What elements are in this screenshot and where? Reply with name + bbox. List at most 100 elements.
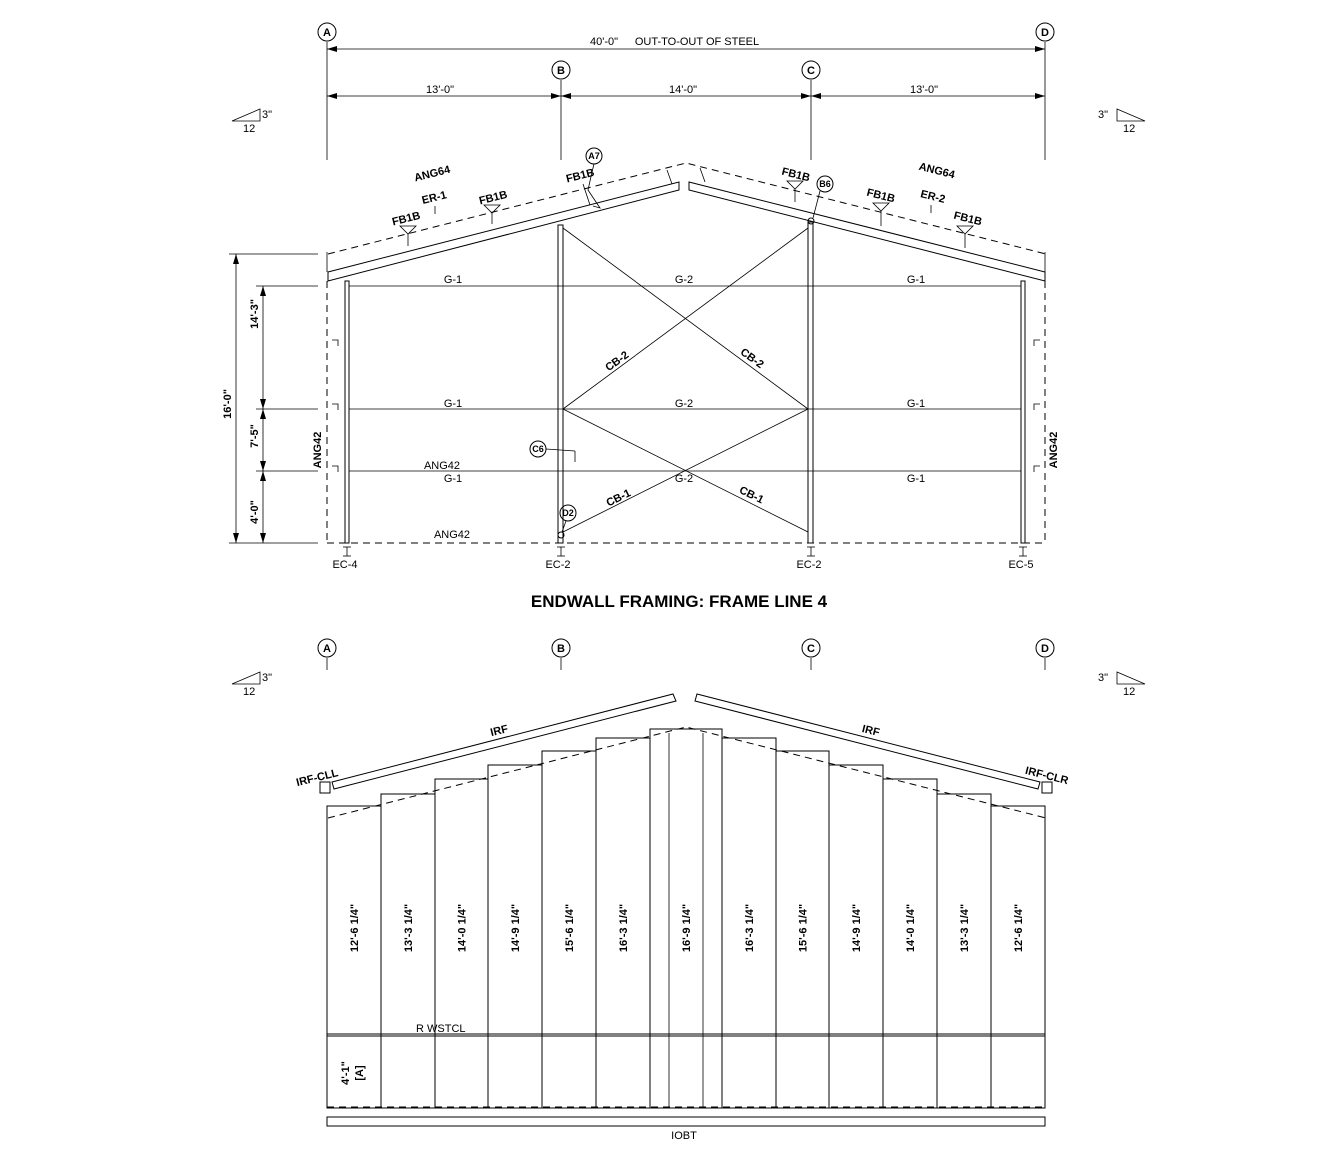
svg-text:16'-0": 16'-0" <box>222 389 234 419</box>
panel-length-label: 14'-9 1/4" <box>510 904 522 952</box>
roof-outline <box>327 162 1047 255</box>
svg-text:FB1B: FB1B <box>391 210 422 229</box>
wall-panel <box>990 805 1046 1109</box>
panel-length-label: 12'-6 1/4" <box>349 904 361 952</box>
svg-text:G-1: G-1 <box>907 274 925 286</box>
panel-length-label: 14'-0 1/4" <box>905 904 917 952</box>
panel-length-label: 14'-9 1/4" <box>851 904 863 952</box>
svg-text:40'-0": 40'-0" <box>590 36 618 48</box>
svg-text:D2: D2 <box>562 508 574 518</box>
svg-text:IRF-CLR: IRF-CLR <box>1024 765 1070 787</box>
detail-bubble-c6: C6 <box>529 440 576 462</box>
svg-text:IRF: IRF <box>861 723 881 739</box>
sheeting-elevation: A B C D 3" 12 3" 12 <box>231 638 1146 1142</box>
roof-profile <box>327 726 1047 819</box>
svg-text:12: 12 <box>1123 123 1135 135</box>
flange-brace-markers: FB1B FB1B FB1B FB1B FB1B FB1B <box>391 166 983 248</box>
svg-text:EC-2: EC-2 <box>796 559 821 571</box>
svg-text:ANG42: ANG42 <box>312 432 324 469</box>
panel-length-label: 16'-9 1/4" <box>681 904 693 952</box>
svg-text:13'-0": 13'-0" <box>910 84 938 96</box>
svg-text:C: C <box>807 65 815 77</box>
height-dimensions <box>229 253 318 544</box>
svg-text:[A]: [A] <box>354 1065 366 1081</box>
svg-text:C6: C6 <box>532 444 544 454</box>
grid-bubble-a-lower: A <box>317 638 337 670</box>
endwall-columns <box>344 217 1026 544</box>
panel-length-label: 13'-3 1/4" <box>403 904 415 952</box>
svg-text:CB-1: CB-1 <box>605 487 633 509</box>
svg-text:12: 12 <box>243 686 255 698</box>
svg-text:3": 3" <box>1098 672 1108 684</box>
panel-length-label: 14'-0 1/4" <box>457 904 469 952</box>
grid-bubble-d: D <box>1035 22 1055 42</box>
svg-text:G-1: G-1 <box>907 473 925 485</box>
grid-bubble-b: B <box>551 60 571 80</box>
svg-text:CB-1: CB-1 <box>737 484 765 506</box>
svg-text:OUT-TO-OUT OF STEEL: OUT-TO-OUT OF STEEL <box>635 36 759 48</box>
svg-text:FB1B: FB1B <box>780 166 811 185</box>
svg-text:B6: B6 <box>819 179 831 189</box>
svg-text:G-2: G-2 <box>675 473 693 485</box>
svg-text:3": 3" <box>262 109 272 121</box>
base-trim <box>326 1116 1046 1127</box>
slope-symbol-right-lower: 3" 12 <box>1098 671 1146 698</box>
svg-text:A: A <box>323 643 331 655</box>
panel-length-label: 16'-3 1/4" <box>618 904 630 952</box>
overlap-note: R WSTCL <box>416 1023 466 1035</box>
column-tags: EC-4 EC-2 EC-2 EC-5 <box>332 546 1034 571</box>
svg-text:B: B <box>557 65 565 77</box>
rafter-left <box>327 181 680 282</box>
svg-text:13'-0": 13'-0" <box>426 84 454 96</box>
svg-text:G-1: G-1 <box>907 398 925 410</box>
detail-bubble-d2: D2 <box>559 504 577 533</box>
svg-text:14'-0": 14'-0" <box>669 84 697 96</box>
svg-text:IOBT: IOBT <box>671 1130 697 1142</box>
svg-text:A7: A7 <box>588 151 600 161</box>
svg-text:FB1B: FB1B <box>478 189 509 208</box>
svg-text:3": 3" <box>1098 109 1108 121</box>
svg-text:12: 12 <box>243 123 255 135</box>
svg-text:12: 12 <box>1123 686 1135 698</box>
svg-text:B: B <box>557 643 565 655</box>
svg-text:EC-5: EC-5 <box>1008 559 1033 571</box>
detail-bubble-a7: A7 <box>585 147 603 209</box>
panel-length-label: 16'-3 1/4" <box>744 904 756 952</box>
svg-text:7'-5": 7'-5" <box>249 424 261 448</box>
panel-length-label: 13'-3 1/4" <box>959 904 971 952</box>
svg-text:CB-2: CB-2 <box>603 349 631 374</box>
svg-text:ANG42: ANG42 <box>434 529 470 541</box>
grid-bubble-c-lower: C <box>801 638 821 670</box>
bay-dimensions: 13'-0" 14'-0" 13'-0" <box>327 84 1045 99</box>
svg-text:4'-1": 4'-1" <box>340 1061 352 1085</box>
cross-bracing <box>562 227 809 533</box>
svg-text:D: D <box>1041 27 1049 39</box>
grid-bubble-c: C <box>801 60 821 80</box>
panel-length-label: 12'-6 1/4" <box>1013 904 1025 952</box>
svg-text:ER-2: ER-2 <box>919 188 946 206</box>
svg-text:G-2: G-2 <box>675 398 693 410</box>
panel-length-label: 15'-6 1/4" <box>798 904 810 952</box>
svg-text:G-1: G-1 <box>444 274 462 286</box>
svg-text:ANG42: ANG42 <box>1048 432 1060 469</box>
wall-panel <box>326 805 382 1109</box>
detail-bubble-b6: B6 <box>812 175 834 219</box>
ridge-trim-right <box>694 693 1041 790</box>
svg-text:4'-0": 4'-0" <box>249 500 261 524</box>
svg-text:A: A <box>323 27 331 39</box>
svg-text:D: D <box>1041 643 1049 655</box>
svg-text:G-2: G-2 <box>675 274 693 286</box>
panel-length-label: 15'-6 1/4" <box>564 904 576 952</box>
wall-panels: 12'-6 1/4" 13'-3 1/4" 14'-0 1/4" 14'-9 1/4"… <box>326 728 1046 1109</box>
svg-text:G-1: G-1 <box>444 398 462 410</box>
framing-elevation: A D B C 40'-0" OUT-TO-OUT OF STEEL <box>222 22 1146 571</box>
svg-text:EC-4: EC-4 <box>332 559 357 571</box>
svg-text:IRF: IRF <box>489 723 509 739</box>
svg-text:ANG42: ANG42 <box>424 460 460 472</box>
ridge-trim-left <box>331 693 677 790</box>
frame-title: ENDWALL FRAMING: FRAME LINE 4 <box>531 592 828 611</box>
svg-text:3": 3" <box>262 672 272 684</box>
grid-bubble-d-lower: D <box>1035 638 1055 670</box>
slope-symbol-right: 3" 12 <box>1098 108 1146 135</box>
